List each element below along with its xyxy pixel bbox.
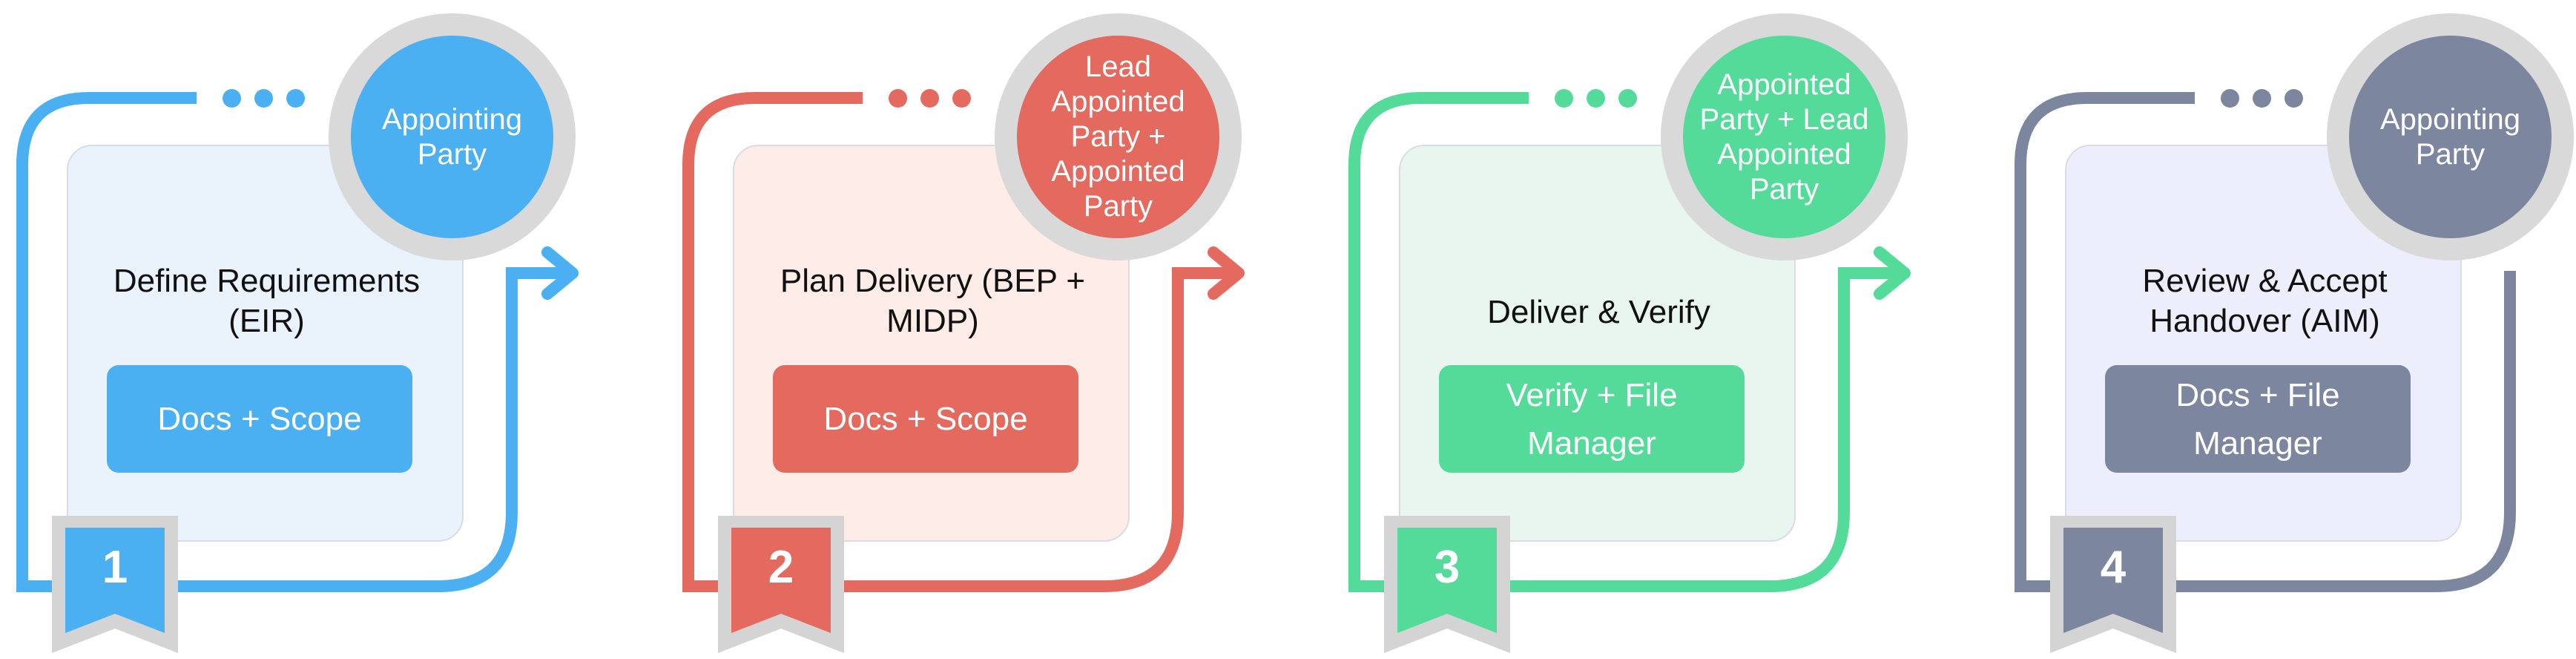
role-badge: Appointing Party — [329, 13, 576, 260]
ellipsis-dot-1 — [889, 89, 907, 108]
role-badge: Appointing Party — [2327, 13, 2574, 260]
start-connector — [16, 92, 197, 592]
step-card: Plan Delivery (BEP + MIDP) Docs + Scope — [733, 145, 1130, 542]
role-label: Lead Appointed Party + Appointed Party — [1017, 36, 1219, 238]
step-number: 4 — [2100, 542, 2127, 593]
step-number: 1 — [102, 542, 128, 593]
start-connector — [1348, 92, 1529, 592]
ellipsis-dot-2 — [920, 89, 939, 108]
arrow-right-icon — [1208, 246, 1245, 300]
start-connector — [2015, 92, 2195, 592]
ellipsis-dot-2 — [1587, 89, 1605, 108]
arrow-right-icon — [1874, 246, 1911, 300]
step-number-badge: 2 — [718, 516, 844, 653]
end-connector — [2169, 271, 2516, 592]
step-number-badge: 4 — [2050, 516, 2176, 653]
step-number-badge: 1 — [52, 516, 178, 653]
end-connector — [837, 267, 1237, 592]
ellipsis-dot-1 — [1555, 89, 1573, 108]
step-number: 3 — [1434, 542, 1460, 593]
role-label: Appointing Party — [351, 36, 553, 238]
connector-line — [682, 92, 1245, 592]
step-1: Define Requirements (EIR) Docs + Scope App… — [0, 0, 644, 659]
role-label: Appointing Party — [2349, 36, 2552, 238]
step-title: Define Requirements (EIR) — [113, 263, 421, 339]
end-connector — [171, 267, 571, 592]
step-2: Plan Delivery (BEP + MIDP) Docs + Scope Le… — [666, 0, 1310, 659]
ellipsis-dot-1 — [223, 89, 241, 108]
role-badge: Lead Appointed Party + Appointed Party — [995, 13, 1242, 260]
ellipsis-dot-2 — [254, 89, 273, 108]
step-title: Review & Accept Handover (AIM) — [2142, 263, 2388, 339]
step-title: Deliver & Verify — [1487, 294, 1710, 330]
ribbon-icon — [1384, 516, 1510, 653]
end-connector — [1503, 267, 1903, 592]
role-badge: Appointed Party + Lead Appointed Party — [1661, 13, 1908, 260]
ellipsis-dot-1 — [2221, 89, 2239, 108]
ribbon-icon — [52, 516, 178, 653]
ellipsis-dot-3 — [2285, 89, 2303, 108]
step-action-button[interactable]: Verify + File Manager — [1439, 365, 1745, 473]
start-connector — [682, 92, 863, 592]
connector-line — [2015, 92, 2516, 592]
ribbon-icon — [718, 516, 844, 653]
step-4: Review & Accept Handover (AIM) Docs + Fil… — [1998, 0, 2576, 659]
ellipsis-dot-3 — [1618, 89, 1637, 108]
connector-line — [16, 92, 579, 592]
ellipsis-dot-3 — [286, 89, 305, 108]
connector-line — [1348, 92, 1911, 592]
arrow-right-icon — [541, 246, 579, 300]
step-title: Plan Delivery (BEP + MIDP) — [780, 263, 1086, 339]
step-action-button[interactable]: Docs + Scope — [107, 365, 412, 473]
step-number: 2 — [768, 542, 794, 593]
ellipsis-dot-3 — [952, 89, 971, 108]
step-action-button[interactable]: Docs + Scope — [773, 365, 1078, 473]
role-label: Appointed Party + Lead Appointed Party — [1683, 36, 1885, 238]
ribbon-icon — [2050, 516, 2176, 653]
step-number-badge: 3 — [1384, 516, 1510, 653]
ellipsis-dot-2 — [2253, 89, 2271, 108]
step-action-button[interactable]: Docs + File Manager — [2105, 365, 2411, 473]
